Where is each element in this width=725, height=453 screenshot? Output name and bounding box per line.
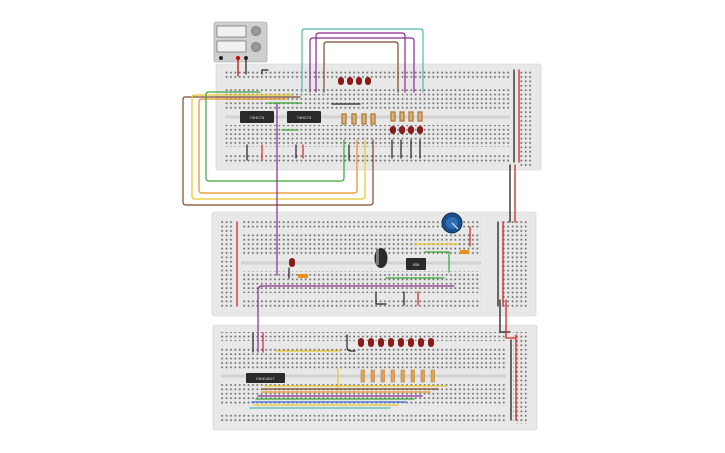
resistor[interactable]: [370, 369, 375, 383]
current-display: [216, 40, 247, 53]
resistor[interactable]: [380, 369, 385, 383]
positive-terminal-icon[interactable]: [236, 56, 240, 60]
led[interactable]: [417, 126, 423, 134]
led-group-top-upper: [338, 77, 371, 85]
resistor[interactable]: [361, 113, 367, 125]
capacitor[interactable]: [374, 248, 388, 268]
led-group-top-right: [390, 126, 423, 134]
chip-label: 555: [413, 262, 420, 267]
bottom-board-wiring: [249, 332, 517, 421]
negative-terminal-icon[interactable]: [244, 56, 248, 60]
led[interactable]: [338, 77, 344, 85]
resistor-group-bottom: [360, 369, 435, 383]
led[interactable]: [368, 338, 374, 347]
led[interactable]: [347, 77, 353, 85]
voltage-display: [216, 25, 247, 38]
chip-label: 74HC4017: [255, 376, 275, 381]
ic-timer-555[interactable]: 555: [406, 258, 426, 270]
ground-terminal-icon[interactable]: [219, 56, 223, 60]
led[interactable]: [356, 77, 362, 85]
resistor[interactable]: [360, 369, 365, 383]
led[interactable]: [408, 338, 414, 347]
resistor[interactable]: [390, 111, 396, 122]
resistor[interactable]: [460, 250, 469, 254]
resistor[interactable]: [390, 369, 395, 383]
resistor[interactable]: [298, 274, 308, 278]
led[interactable]: [358, 338, 364, 347]
resistor[interactable]: [410, 369, 415, 383]
led[interactable]: [418, 338, 424, 347]
potentiometer[interactable]: [441, 212, 463, 234]
breadboard-middle[interactable]: [211, 211, 537, 317]
middle-board-wiring: [236, 221, 504, 307]
ic-chip-bottom[interactable]: 74HC4017: [246, 373, 285, 383]
resistor-group-top-center: [341, 113, 376, 125]
breadboard-top[interactable]: [215, 63, 542, 171]
current-knob-icon[interactable]: [251, 42, 261, 52]
chip-label: 74HC74: [297, 115, 312, 120]
resistor[interactable]: [351, 113, 357, 125]
led[interactable]: [399, 126, 405, 134]
resistor[interactable]: [417, 111, 423, 122]
ic-chip-top-left[interactable]: 74HC74: [240, 111, 274, 123]
chip-label: 74HC74: [250, 115, 265, 120]
resistor-group-top-right: [390, 111, 423, 122]
led[interactable]: [378, 338, 384, 347]
resistor[interactable]: [399, 111, 405, 122]
voltage-knob-icon[interactable]: [251, 26, 261, 36]
led[interactable]: [390, 126, 396, 134]
led[interactable]: [408, 126, 414, 134]
resistor[interactable]: [400, 369, 405, 383]
led[interactable]: [289, 258, 295, 267]
led[interactable]: [388, 338, 394, 347]
power-supply[interactable]: [213, 21, 268, 63]
led-group-bottom: [358, 338, 434, 347]
led[interactable]: [428, 338, 434, 347]
top-board-wiring: [182, 28, 520, 206]
resistor[interactable]: [420, 369, 425, 383]
resistor[interactable]: [370, 113, 376, 125]
resistor[interactable]: [341, 113, 347, 125]
resistor[interactable]: [408, 111, 414, 122]
led[interactable]: [365, 77, 371, 85]
inter-board-wiring: [257, 103, 516, 353]
resistor[interactable]: [430, 369, 435, 383]
ic-chip-top-right[interactable]: 74HC74: [287, 111, 321, 123]
led[interactable]: [398, 338, 404, 347]
